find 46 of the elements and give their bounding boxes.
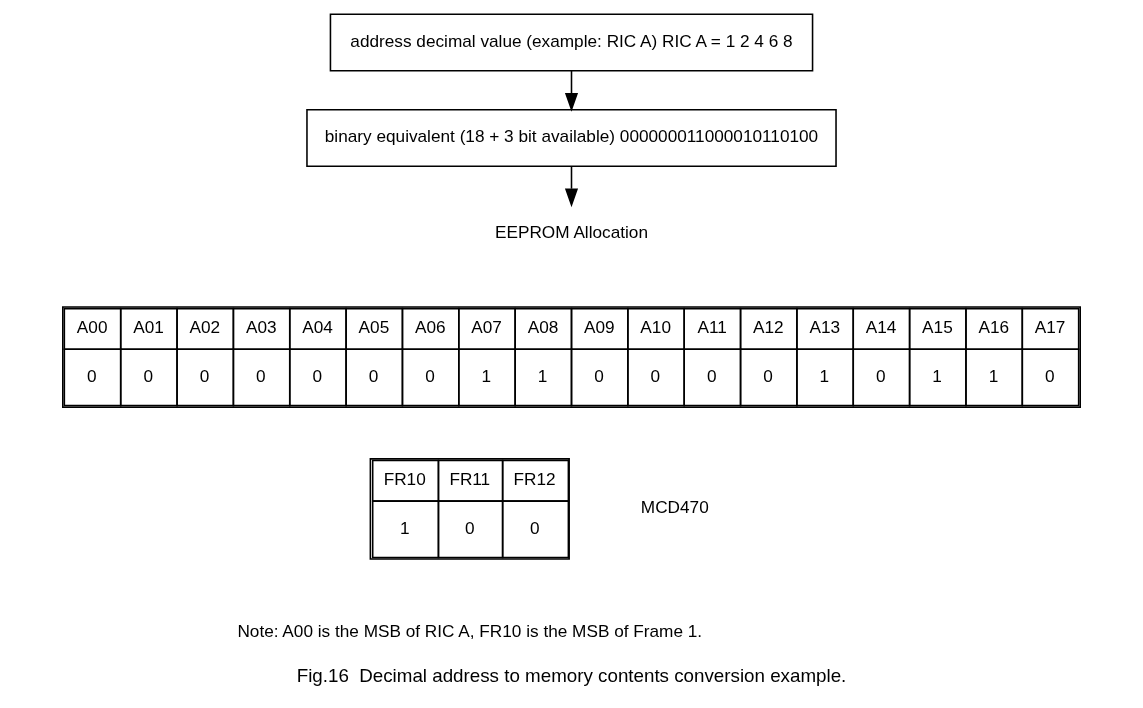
label: A01	[133, 317, 164, 338]
label: 0	[256, 365, 266, 386]
label: A09	[584, 317, 615, 338]
label: 0	[875, 365, 886, 386]
label: 0	[368, 365, 379, 386]
label: 0	[706, 365, 717, 386]
label: A14	[865, 317, 897, 338]
label: 0	[87, 365, 97, 386]
label: 1	[988, 365, 999, 386]
label: 1	[537, 365, 548, 386]
node-text: EEPROM Allocation	[495, 221, 648, 242]
label: A02	[189, 317, 221, 338]
label: A16	[978, 317, 1010, 338]
label: 0	[530, 517, 540, 538]
label: 1	[819, 365, 830, 386]
label: 0	[1045, 365, 1055, 386]
label: 0	[763, 365, 773, 386]
label: A15	[922, 317, 953, 338]
label: A11	[697, 317, 727, 338]
label: A10	[640, 317, 671, 338]
label: A12	[753, 317, 784, 338]
label: 1	[400, 517, 410, 538]
label: 0	[199, 365, 210, 386]
label: 0	[650, 365, 661, 386]
label: A13	[809, 317, 841, 338]
label: A04	[302, 317, 333, 338]
label: 1	[932, 365, 942, 386]
label: 0	[594, 365, 604, 386]
label: FR10	[383, 469, 426, 490]
label: A03	[245, 317, 277, 338]
caption: Fig.16 Decimal address to memory contents conversion example.	[296, 665, 847, 687]
label: FR12	[513, 469, 556, 490]
label: MCD470	[640, 497, 709, 518]
label: A06	[414, 317, 446, 338]
label: A00	[76, 317, 108, 338]
label: 1	[481, 365, 492, 386]
label: A17	[1034, 317, 1066, 338]
label: FR11	[449, 469, 491, 490]
label: 0	[143, 365, 153, 386]
label: 0	[312, 365, 323, 386]
label: A07	[471, 317, 502, 338]
label: Note: A00 is the MSB of RIC A, FR10 is the MSB of Frame 1.	[237, 621, 703, 641]
label: A05	[358, 317, 390, 338]
label: 0	[465, 517, 475, 538]
label: 0	[425, 365, 435, 386]
label: A08	[527, 317, 559, 338]
